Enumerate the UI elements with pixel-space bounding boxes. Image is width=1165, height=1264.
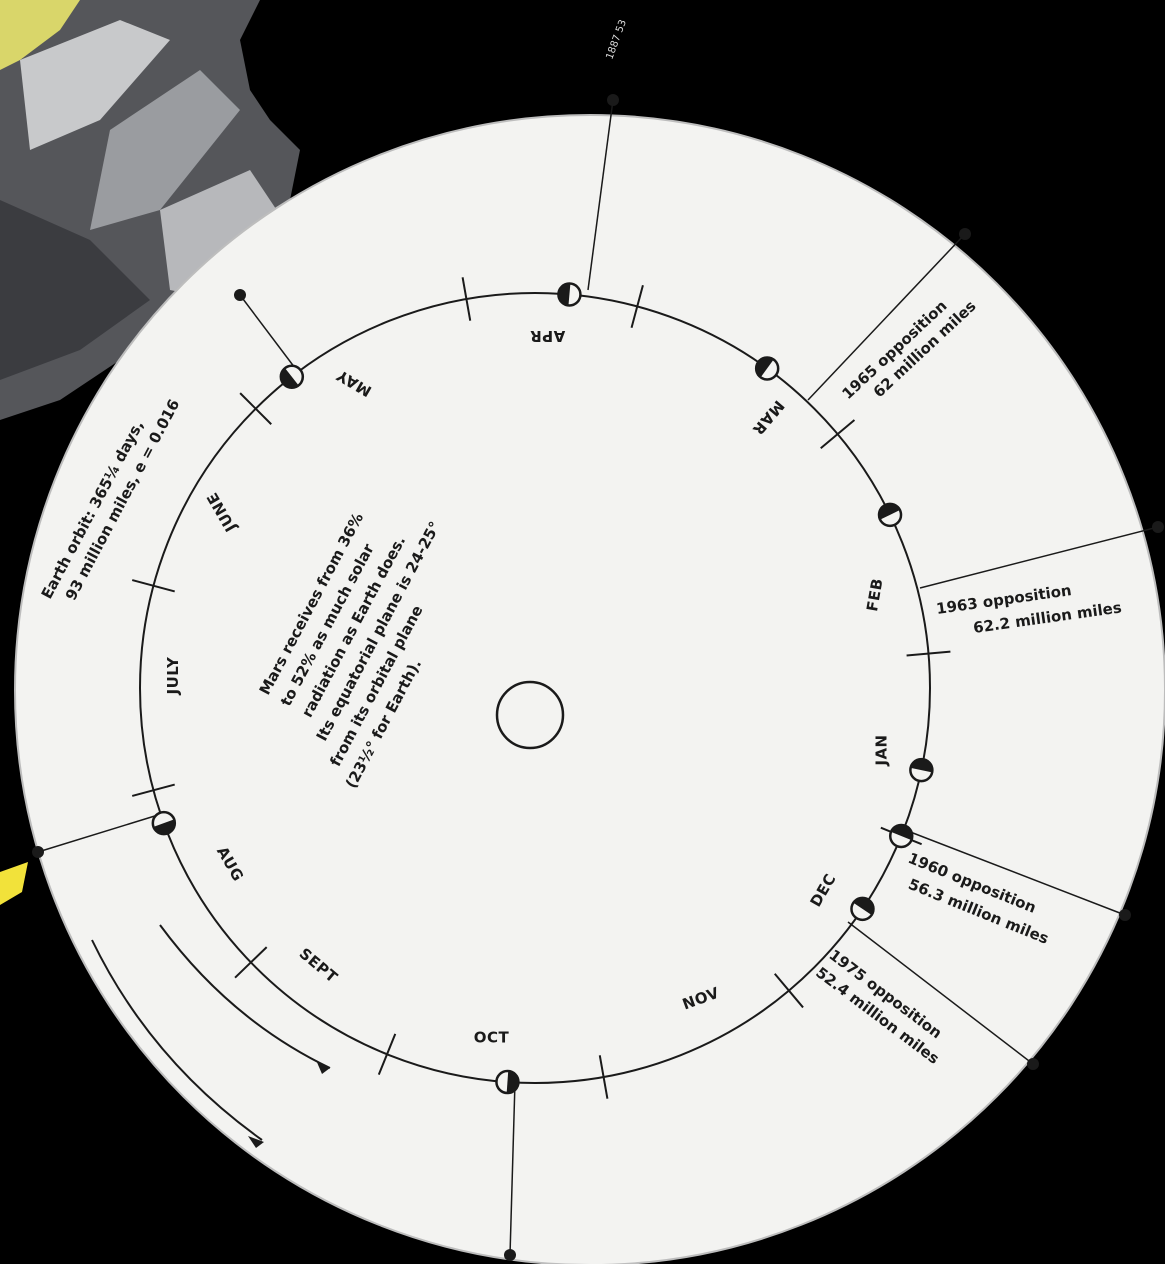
- month-label-july: JULY: [164, 656, 182, 695]
- spoke-dot-3: [1119, 909, 1131, 921]
- month-label-apr: APR: [530, 327, 566, 345]
- spoke-dot-6: [32, 846, 44, 858]
- yellow-marker: [0, 862, 28, 905]
- spoke-dot-7: [234, 289, 246, 301]
- month-label-jan: JAN: [873, 734, 891, 766]
- spoke-dot-5: [504, 1249, 516, 1261]
- corner-label: 1887 53: [604, 18, 628, 61]
- month-label-oct: OCT: [474, 1028, 510, 1046]
- spoke-dot-0: [607, 94, 619, 106]
- spoke-dot-1: [959, 228, 971, 240]
- outer-disk: [15, 115, 1165, 1264]
- spoke-dot-2: [1152, 521, 1164, 533]
- spoke-dot-4: [1027, 1058, 1039, 1070]
